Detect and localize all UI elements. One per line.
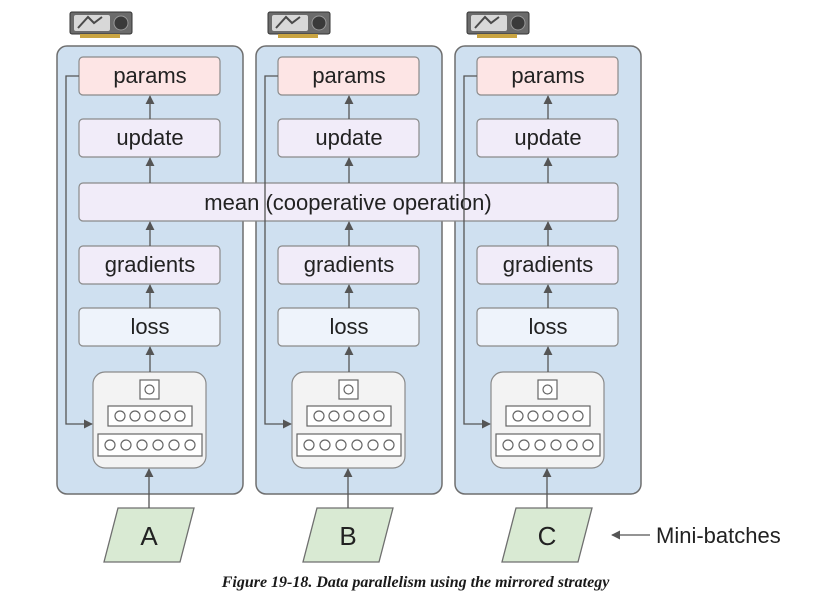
gpu-card-icon bbox=[267, 11, 331, 38]
params-label-b: params bbox=[312, 63, 385, 88]
gradients-label-b: gradients bbox=[304, 252, 395, 277]
gpu-card-icon bbox=[69, 11, 133, 38]
minibatch-c bbox=[501, 507, 593, 563]
mean-label: mean (cooperative operation) bbox=[204, 190, 491, 215]
neural-network-icon bbox=[495, 379, 601, 457]
minibatch-b bbox=[302, 507, 394, 563]
loss-label-c: loss bbox=[528, 314, 567, 339]
flow-arrows-c bbox=[463, 75, 553, 429]
minibatch-label-a: A bbox=[140, 521, 158, 551]
minibatch-a bbox=[103, 507, 195, 563]
model-box-c bbox=[490, 371, 605, 469]
update-label-b: update bbox=[315, 125, 382, 150]
params-label-c: params bbox=[511, 63, 584, 88]
model-box-a bbox=[92, 371, 207, 469]
update-label-c: update bbox=[514, 125, 581, 150]
neural-network-icon bbox=[296, 379, 402, 457]
minibatch-label-c: C bbox=[538, 521, 557, 551]
gpu-card-icon bbox=[466, 11, 530, 38]
flow-arrows-b bbox=[264, 75, 354, 429]
gradients-label-a: gradients bbox=[105, 252, 196, 277]
model-box-b bbox=[291, 371, 406, 469]
params-label-a: params bbox=[113, 63, 186, 88]
update-label-a: update bbox=[116, 125, 183, 150]
neural-network-icon bbox=[97, 379, 203, 457]
loss-label-a: loss bbox=[130, 314, 169, 339]
minibatch-label-b: B bbox=[339, 521, 356, 551]
loss-label-b: loss bbox=[329, 314, 368, 339]
minibatches-label: Mini-batches bbox=[656, 523, 781, 548]
batch-input-arrows bbox=[144, 468, 552, 508]
gradients-label-c: gradients bbox=[503, 252, 594, 277]
figure-caption: Figure 19-18. Data parallelism using the… bbox=[221, 574, 610, 591]
flow-arrows-a bbox=[65, 75, 155, 429]
